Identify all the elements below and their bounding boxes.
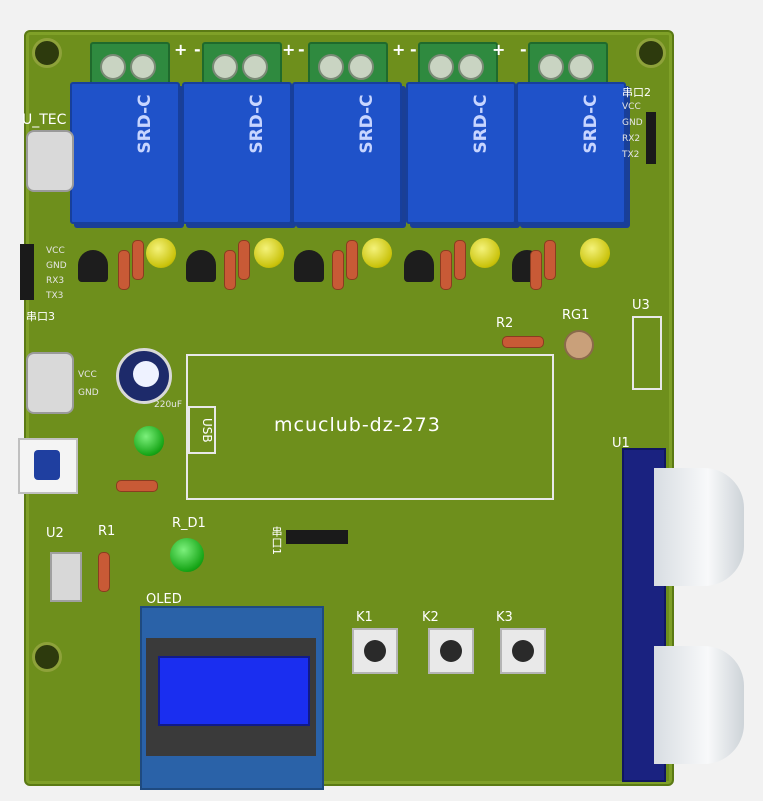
resistor: [440, 250, 452, 290]
u1-label: U1: [612, 436, 630, 451]
relay: SRD-C: [516, 82, 626, 224]
plus-label: +: [174, 40, 188, 59]
u3-module: [632, 316, 662, 390]
mounting-hole: [32, 38, 62, 68]
k1-label: K1: [356, 610, 373, 625]
r1-label: R1: [98, 524, 116, 539]
pin-header: [286, 530, 348, 544]
k2-button[interactable]: [428, 628, 474, 674]
rg1-label: RG1: [562, 308, 590, 323]
u2-module: [50, 552, 82, 602]
minus-label: -: [298, 40, 305, 59]
mounting-hole: [636, 38, 666, 68]
power-switch[interactable]: [18, 438, 78, 494]
k1-button[interactable]: [352, 628, 398, 674]
transistor: [404, 250, 434, 282]
resistor: [502, 336, 544, 348]
oled-label: OLED: [146, 592, 182, 607]
k3-label: K3: [496, 610, 513, 625]
k3-button[interactable]: [500, 628, 546, 674]
yellow-led: [146, 238, 176, 268]
usb-c-connector: [26, 352, 74, 414]
pin-label: RX2: [622, 134, 641, 144]
resistor: [116, 480, 158, 492]
resistor: [454, 240, 466, 280]
transistor: [78, 250, 108, 282]
transistor: [294, 250, 324, 282]
u2-label: U2: [46, 526, 64, 541]
resistor: [132, 240, 144, 280]
pin-header: [646, 112, 656, 164]
ultrasonic-transducer: [654, 468, 744, 586]
relay: SRD-C: [406, 82, 516, 224]
serial3-label: 串口3: [26, 310, 55, 323]
usb-c-connector: [26, 130, 74, 192]
green-led: [170, 538, 204, 572]
cap-value: 220uF: [154, 400, 183, 410]
pin-label: VCC: [78, 370, 97, 380]
yellow-led: [580, 238, 610, 268]
relay: SRD-C: [182, 82, 292, 224]
pin-label: TX2: [622, 150, 640, 160]
resistor: [118, 250, 130, 290]
resistor: [530, 250, 542, 290]
minus-label: -: [410, 40, 417, 59]
k2-label: K2: [422, 610, 439, 625]
pin-label: VCC: [46, 246, 65, 256]
plus-label: +: [392, 40, 406, 59]
pin-label: GND: [622, 118, 643, 128]
yellow-led: [254, 238, 284, 268]
resistor: [544, 240, 556, 280]
photoresistor: [564, 330, 594, 360]
oled-screen: [158, 656, 310, 726]
pin-label: GND: [78, 388, 99, 398]
transistor: [186, 250, 216, 282]
serial2-label: 串口2: [622, 86, 651, 99]
u3-label: U3: [632, 298, 650, 313]
oled-display: [140, 606, 324, 790]
pcb-board: + - + - + - + - SRD-C SRD-C SRD-C SRD-C …: [18, 30, 674, 786]
minus-label: -: [194, 40, 201, 59]
resistor: [98, 552, 110, 592]
yellow-led: [362, 238, 392, 268]
resistor: [224, 250, 236, 290]
pin-label: TX3: [46, 291, 64, 301]
pin-header: [20, 244, 34, 300]
usb-label: USB: [188, 406, 216, 454]
plus-label: +: [282, 40, 296, 59]
r2-label: R2: [496, 316, 514, 331]
pin-label: RX3: [46, 276, 65, 286]
pin-label: GND: [46, 261, 67, 271]
plus-label: +: [492, 40, 506, 59]
green-led: [134, 426, 164, 456]
relay: SRD-C: [292, 82, 402, 224]
mounting-hole: [32, 642, 62, 672]
ultrasonic-transducer: [654, 646, 744, 764]
yellow-led: [470, 238, 500, 268]
resistor: [346, 240, 358, 280]
u-tec-label: U_TEC: [22, 112, 67, 128]
relay-label: SRD-C: [357, 94, 377, 154]
electrolytic-capacitor: [116, 348, 172, 404]
resistor: [238, 240, 250, 280]
resistor: [332, 250, 344, 290]
r-d1-label: R_D1: [172, 516, 206, 531]
relay-label: SRD-C: [581, 94, 601, 154]
relay-label: SRD-C: [135, 94, 155, 154]
board-name: mcuclub-dz-273: [274, 414, 441, 436]
minus-label: -: [520, 40, 527, 59]
relay-label: SRD-C: [471, 94, 491, 154]
relay: SRD-C: [70, 82, 180, 224]
relay-label: SRD-C: [247, 94, 267, 154]
mcu-module: USB mcuclub-dz-273: [186, 354, 554, 500]
pin-label: VCC: [622, 102, 641, 112]
serial1-label: 串口1: [270, 526, 283, 555]
